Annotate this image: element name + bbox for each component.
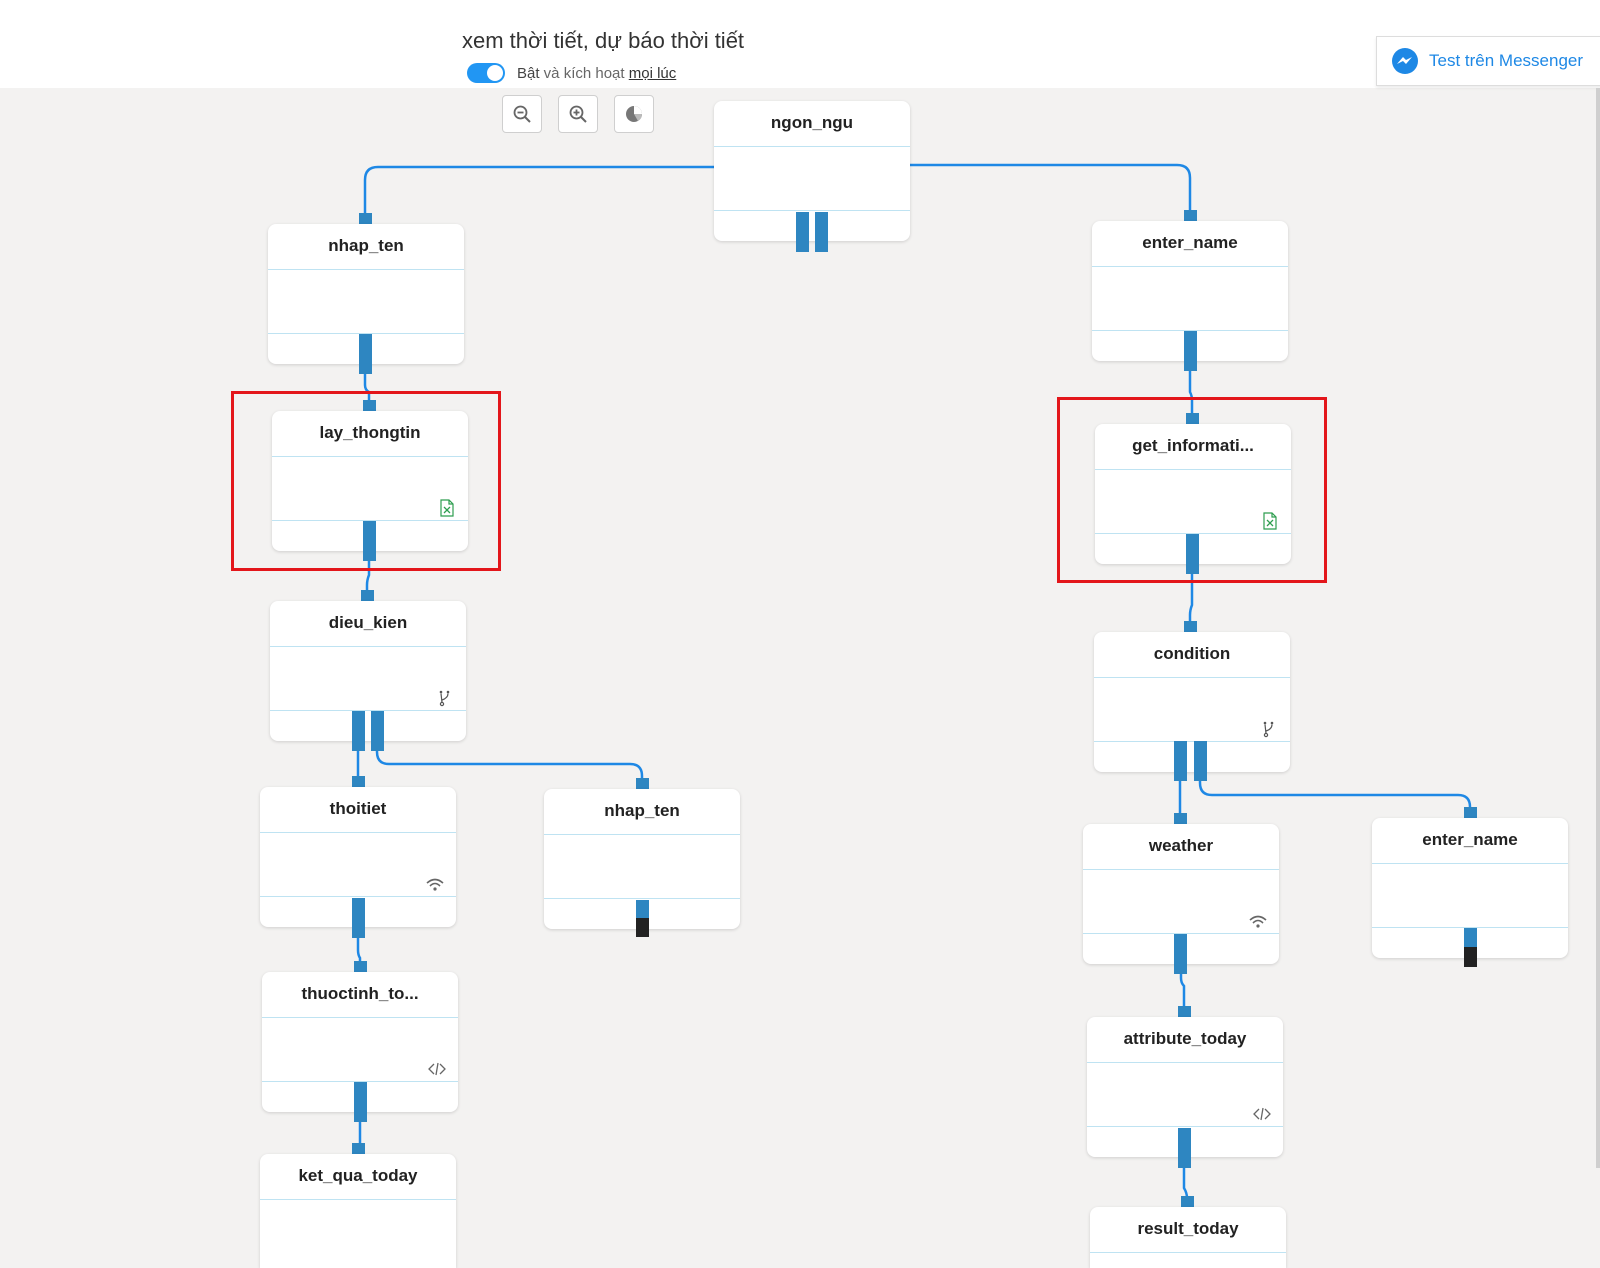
node-title: lay_thongtin [319,423,421,442]
node-title: weather [1148,836,1214,855]
node-ket-qua-today[interactable]: ket_qua_today [260,1154,456,1268]
code-icon [428,1062,446,1076]
toggle-label-mid: và kích hoạt [539,64,629,82]
output-port[interactable] [352,711,365,751]
output-port-end[interactable] [1464,947,1477,967]
highlight-box [231,391,501,571]
node-title: ket_qua_today [298,1166,418,1185]
node-title: enter_name [1142,233,1238,252]
node-title: thoitiet [329,799,387,818]
output-port[interactable] [1186,534,1199,574]
toggle-label-always[interactable]: mọi lúc [628,64,677,82]
overview-button[interactable] [614,95,654,133]
zoom-in-icon [569,105,587,123]
branch-icon [1263,721,1274,738]
top-bar: xem thời tiết, dự báo thời tiết Bật và k… [0,0,1600,88]
output-port[interactable] [1174,934,1187,974]
zoom-in-button[interactable] [558,95,598,133]
node-ngon-ngu[interactable]: ngon_ngu [714,101,910,241]
activation-label: Bật và kích hoạt mọi lúc [517,65,676,82]
output-port-end[interactable] [636,918,649,937]
wifi-icon [426,878,444,891]
test-messenger-button[interactable]: Test trên Messenger [1376,36,1600,86]
spreadsheet-icon [1263,512,1277,530]
output-port[interactable] [359,334,372,374]
node-title: enter_name [1422,830,1518,849]
node-title: dieu_kien [328,613,408,632]
code-icon [1253,1107,1271,1121]
node-condition[interactable]: condition [1094,632,1290,772]
output-port[interactable] [354,1082,367,1122]
activation-toggle[interactable] [467,63,505,83]
node-title: condition [1153,644,1231,663]
output-port[interactable] [352,898,365,938]
activation-row: Bật và kích hoạt mọi lúc [467,62,676,84]
output-port[interactable] [1174,741,1187,781]
output-port[interactable] [1194,741,1207,781]
node-result-today[interactable]: result_today [1090,1207,1286,1268]
node-enter-name[interactable]: enter_name [1092,221,1288,361]
output-port[interactable] [636,900,649,918]
output-port[interactable] [796,212,809,252]
zoom-out-button[interactable] [502,95,542,133]
pie-chart-icon [626,106,643,122]
output-port[interactable] [363,521,376,561]
node-title: nhap_ten [328,236,404,255]
node-title: result_today [1137,1219,1239,1238]
output-port[interactable] [1184,331,1197,371]
node-title: attribute_today [1123,1029,1247,1048]
wifi-icon [1249,915,1267,928]
node-title: thuoctinh_to... [301,984,419,1003]
spreadsheet-icon [440,499,454,517]
node-title: ngon_ngu [770,113,854,132]
branch-icon [439,690,450,707]
output-port[interactable] [1464,928,1477,947]
scrollbar[interactable] [1596,88,1600,1168]
node-dieu-kien[interactable]: dieu_kien [270,601,466,741]
highlight-box [1057,397,1327,583]
node-title: get_informati... [1132,436,1254,455]
output-port[interactable] [371,711,384,751]
messenger-button-label: Test trên Messenger [1429,51,1584,70]
flow-title: xem thời tiết, dự báo thời tiết [462,28,745,53]
toggle-label-on: Bật [517,64,540,82]
output-port[interactable] [1178,1128,1191,1168]
zoom-out-icon [513,105,531,123]
node-title: nhap_ten [604,801,680,820]
messenger-icon [1392,48,1418,74]
output-port[interactable] [815,212,828,252]
